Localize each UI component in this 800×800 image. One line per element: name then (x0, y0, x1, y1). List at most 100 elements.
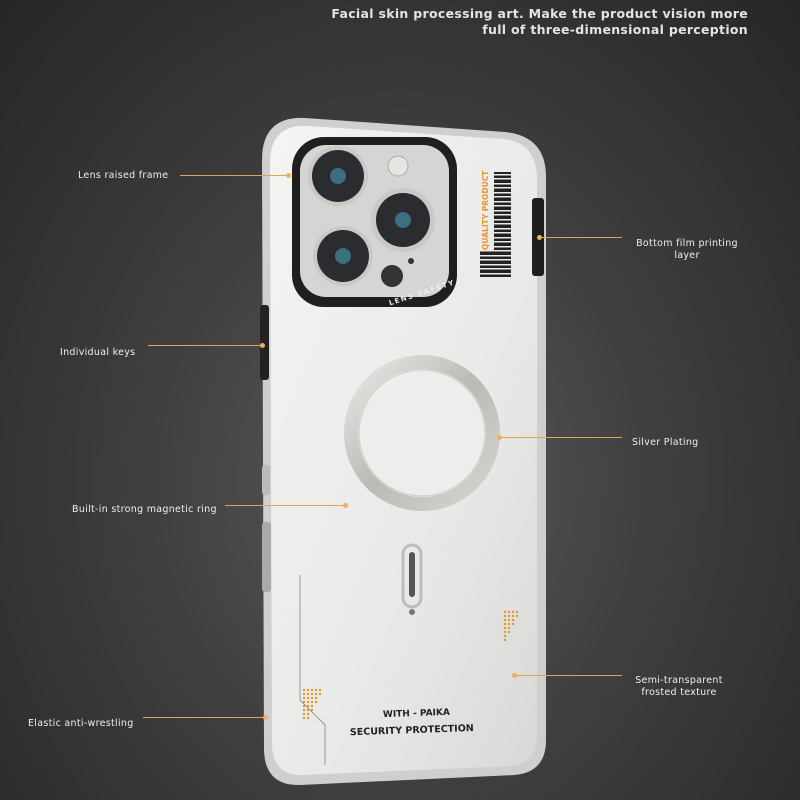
callout-dot (263, 715, 268, 720)
decor-dot (503, 630, 507, 634)
decor-dot (306, 712, 310, 716)
barcode-bar (480, 256, 511, 259)
decor-dot (306, 700, 310, 704)
barcode-bar (494, 242, 511, 246)
decor-dot (503, 638, 507, 642)
decor-dot (515, 614, 519, 618)
decor-dot (310, 692, 314, 696)
quality-product-text: QUALITY PRODUCT (481, 170, 490, 250)
headline-line-2: full of three-dimensional perception (482, 22, 748, 37)
callout-line (148, 345, 262, 346)
brand-line-2: SECURITY PROTECTION (350, 723, 474, 738)
callout-line (540, 237, 622, 238)
barcode-bar (494, 233, 511, 237)
decor-dot (503, 634, 507, 638)
barcode-bar (480, 269, 511, 273)
decor-line (299, 575, 326, 765)
decor-dot (302, 696, 306, 700)
side-bump-left-upper (262, 465, 270, 495)
decor-dot (306, 708, 310, 712)
decor-dot (310, 700, 314, 704)
decor-dot (314, 700, 318, 704)
decor-dot (306, 696, 310, 700)
decor-dot (302, 692, 306, 696)
side-bump-left-lower (262, 522, 271, 592)
callout-line (500, 437, 622, 438)
barcode-bar (494, 172, 511, 174)
decor-dot (310, 688, 314, 692)
decor-dot (306, 716, 310, 720)
decor-dot (302, 700, 306, 704)
decor-dot (318, 692, 322, 696)
decor-dot (503, 626, 507, 630)
callout-dot (512, 673, 517, 678)
decor-dot (507, 610, 511, 614)
callout-magnetic: Built-in strong magnetic ring (72, 504, 217, 515)
callout-line (225, 505, 345, 506)
callout-dot (286, 173, 291, 178)
decor-dots-left (302, 688, 322, 720)
barcode-bar (494, 215, 511, 219)
callout-line (180, 175, 288, 176)
callout-line (143, 717, 265, 718)
barcode-bar (494, 193, 511, 196)
callout-frosted-line-1: Semi-transparent (635, 675, 723, 686)
callout-line (515, 675, 622, 676)
decor-dot (306, 704, 310, 708)
brand-line-1: WITH - PAIKA (383, 708, 450, 720)
callout-film-line-2: layer (674, 250, 700, 261)
side-key-left (260, 305, 269, 380)
callout-silver: Silver Plating (632, 437, 699, 448)
decor-dot (302, 716, 306, 720)
magnetic-ring-center (358, 369, 486, 497)
decor-dot (302, 712, 306, 716)
barcode-bar (494, 197, 511, 201)
decor-dot (507, 614, 511, 618)
decor-dot (314, 688, 318, 692)
decor-dots-right (503, 610, 519, 642)
callout-dot (260, 343, 265, 348)
barcode-bar (480, 274, 511, 277)
barcode-bar (494, 211, 511, 214)
headline-line-1: Facial skin processing art. Make the pro… (331, 6, 748, 21)
callout-dot (497, 435, 502, 440)
decor-dot (310, 708, 314, 712)
decor-dot (507, 622, 511, 626)
callout-frosted: Semi-transparent frosted texture (622, 675, 736, 699)
barcode-bar (494, 188, 511, 192)
decor-dot (511, 622, 515, 626)
decor-dot (511, 614, 515, 618)
decor-dot (515, 610, 519, 614)
callout-frosted-line-2: frosted texture (641, 687, 717, 698)
decor-dot (511, 618, 515, 622)
barcode-bar (494, 247, 511, 250)
barcode-bar (494, 229, 511, 232)
decor-dot (507, 626, 511, 630)
callout-elastic: Elastic anti-wrestling (28, 718, 134, 729)
callout-keys: Individual keys (60, 347, 136, 358)
orientation-slot (401, 543, 423, 609)
slot-dot (409, 609, 415, 615)
orientation-slot-inner (409, 552, 415, 597)
callout-film-line-1: Bottom film printing (636, 238, 738, 249)
decor-dot (507, 618, 511, 622)
barcode-bar (480, 260, 511, 264)
decor-dot (511, 610, 515, 614)
decor-dot (310, 704, 314, 708)
decor-dot (314, 692, 318, 696)
decor-dot (302, 708, 306, 712)
decor-dot (302, 704, 306, 708)
barcode-bar (494, 175, 511, 178)
decor-dot (503, 610, 507, 614)
decor-dot (503, 622, 507, 626)
callout-dot (343, 503, 348, 508)
barcode-bar (480, 265, 511, 268)
barcode-bar (494, 184, 511, 187)
callout-lens-frame: Lens raised frame (78, 170, 169, 181)
headline: Facial skin processing art. Make the pro… (331, 6, 748, 38)
barcode-bar (494, 220, 511, 223)
barcode-bar (480, 251, 511, 255)
callout-film: Bottom film printing layer (624, 238, 750, 262)
barcode-bar (494, 202, 511, 205)
